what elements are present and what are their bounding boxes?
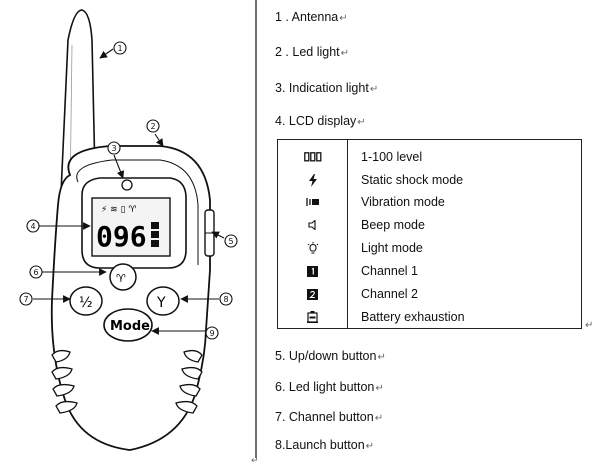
mode-button [103, 308, 153, 342]
part-label-launch-button: 8.Launch button↵ [275, 438, 375, 452]
callout-1: 1 [117, 44, 122, 53]
part-label-antenna: 1 . Antenna↵ [275, 10, 348, 24]
beep-icon [278, 214, 347, 236]
part-label-led-light-button: 6. Led light button↵ [275, 380, 384, 394]
mode-button-label: Mode [110, 319, 150, 334]
part-label-led-light: 2 . Led light↵ [275, 45, 350, 59]
part-label-up-down-button: 5. Up/down button↵ [275, 349, 386, 363]
callout-2: 2 [150, 122, 155, 131]
svg-text:♈: ♈ [116, 272, 126, 285]
paragraph-mark-bottom: ↵ [251, 456, 259, 466]
legend-row: Vibration mode [278, 191, 583, 213]
callout-4: 4 [30, 222, 35, 231]
legend-text: Channel 1 [361, 264, 418, 278]
launch-button-label: Y [156, 295, 166, 311]
legend-text: Beep mode [361, 218, 425, 232]
svg-text:⚡ ≋ ▯ ♈: ⚡ ≋ ▯ ♈ [101, 205, 137, 215]
part-label-channel-button: 7. Channel button↵ [275, 410, 384, 424]
level-digits-icon [278, 146, 347, 168]
part-label-indication-light: 3. Indication light↵ [275, 81, 379, 95]
indication-light [121, 179, 133, 191]
legend-text: Battery exhaustion [361, 310, 465, 324]
callout-6: 6 [33, 268, 38, 277]
vibration-icon [278, 191, 347, 213]
legend-row: Channel 2 [278, 283, 583, 305]
callout-9: 9 [209, 329, 214, 338]
legend-row: Static shock mode [278, 169, 583, 191]
callout-3: 3 [111, 144, 116, 153]
lcd-legend-table: 1-100 level Static shock mode Vibration … [277, 139, 582, 329]
legend-text: Static shock mode [361, 173, 464, 187]
launch-button [146, 286, 180, 316]
lightning-icon [278, 169, 347, 191]
part-label-lcd-display: 4. LCD display↵ [275, 114, 366, 128]
legend-text: 1-100 level [361, 150, 423, 164]
channel-1-icon [278, 260, 347, 282]
legend-row: Light mode [278, 237, 583, 259]
callout-8: 8 [223, 295, 228, 304]
callout-5: 5 [228, 237, 233, 246]
legend-row: Beep mode [278, 214, 583, 236]
callout-7: 7 [23, 295, 28, 304]
battery-icon [278, 306, 347, 328]
paragraph-mark-table: ↵ [585, 320, 594, 331]
legend-row: 1-100 level [278, 146, 583, 168]
legend-row: Battery exhaustion [278, 306, 583, 328]
lcd-value: 096 [96, 220, 147, 253]
legend-text: Channel 2 [361, 287, 418, 301]
light-bulb-icon [278, 237, 347, 259]
grip-ridges [51, 349, 203, 414]
channel-2-icon [278, 283, 347, 305]
channel-button-label: ½ [79, 295, 93, 311]
legend-text: Light mode [361, 241, 423, 255]
legend-row: Channel 1 [278, 260, 583, 282]
led-light-button [109, 263, 137, 291]
legend-text: Vibration mode [361, 195, 445, 209]
